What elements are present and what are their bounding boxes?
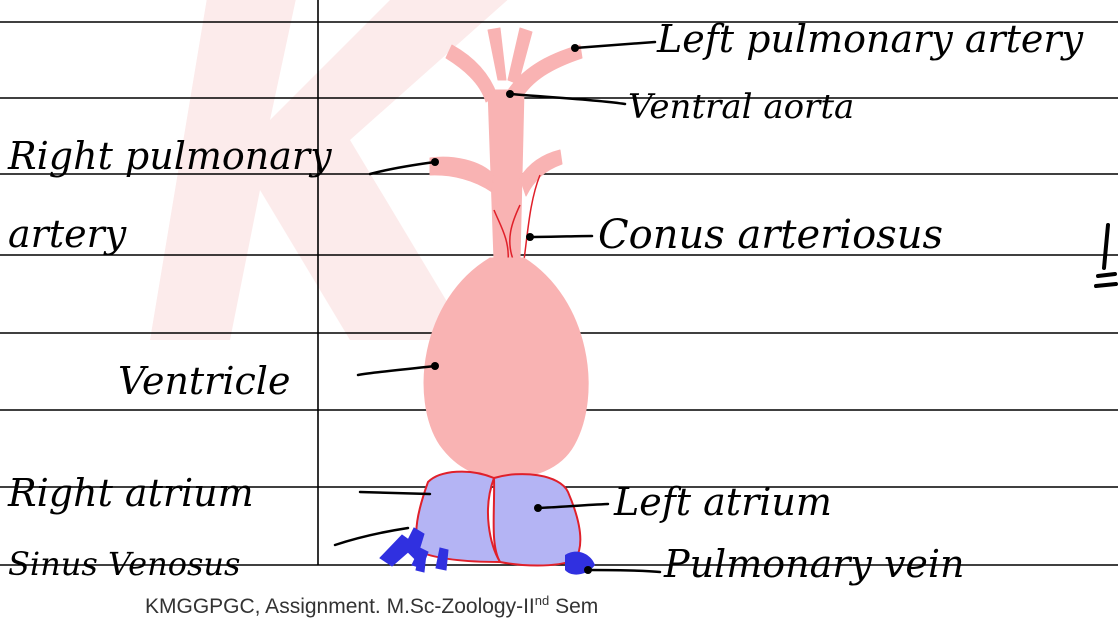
ventral-aorta-shape [430,28,582,260]
footer-text: KMGGPGC, Assignment. M.Sc-Zoology-II [145,595,535,618]
footer-superscript: nd [535,593,549,608]
footer-suffix: Sem [549,595,598,618]
label-left-pulmonary-artery: Left pulmonary artery [657,20,1083,58]
label-sinus-venosus: Sinus Venosus [8,548,240,580]
footer-caption: KMGGPGC, Assignment. M.Sc-Zoology-IInd S… [145,593,598,619]
label-ventral-aorta: Ventral aorta [628,90,854,124]
right-atrium-shape [416,472,500,562]
label-right-pulmonary-artery-line1: Right pulmonary [8,137,332,175]
label-pulmonary-vein: Pulmonary vein [664,545,965,583]
label-left-atrium: Left atrium [614,483,832,521]
ventricle-shape [424,258,588,478]
label-right-pulmonary-artery-line2: artery [8,215,126,253]
label-ventricle: Ventricle [118,362,290,400]
label-conus-arteriosus: Conus arteriosus [598,215,943,255]
label-right-atrium: Right atrium [8,474,254,512]
